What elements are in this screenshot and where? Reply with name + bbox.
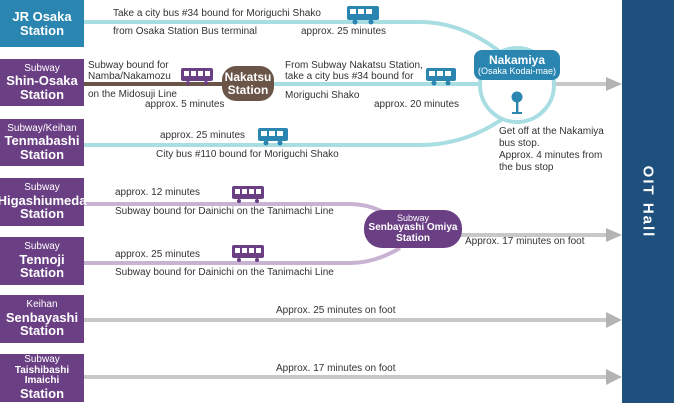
train-icon [232,245,264,262]
nakamiya-badge: Nakamiya (Osaka Kodai-mae) [474,50,560,80]
station-senbayashi: Keihan Senbayashi Station [0,295,84,343]
senbayashi-omiya-badge: Subway Senbayashi Omiya Station [364,210,462,248]
station-line: Keihan [26,299,58,311]
nakamiya-subname: (Osaka Kodai-mae) [477,65,557,76]
station-name: Tennoji [19,251,65,267]
station-line: Subway/Keihan [7,122,77,134]
omiya-walk: Approx. 17 minutes on foot [465,236,585,247]
station-name: Taishibashi Imaichi [14,364,70,387]
station-tenmabashi: Subway/Keihan Tenmabashi Station [0,119,84,166]
omiya-suffix: Station [396,232,430,244]
station-name: Senbayashi [5,309,79,325]
station-suffix: Station [19,385,65,401]
higashiumeda-time: approx. 12 minutes [115,187,201,198]
destination-label: OIT Hall [639,165,657,238]
osaka-route-desc: Take a city bus #34 bound for Moriguchi … [113,8,321,19]
bus-stop-icon [511,91,523,114]
station-suffix: Station [19,323,65,339]
station-line: Subway [24,182,60,194]
senbayashi-walk: Approx. 25 minutes on foot [276,305,396,316]
station-line: Subway [24,241,60,253]
nakatsu-station-badge: Nakatsu Station [222,66,274,101]
arrow-icon [606,77,622,91]
nakamiya-note-3: Approx. 4 minutes from [499,150,603,161]
nakatsu-desc-1: From Subway Nakatsu Station, [285,60,423,71]
nakatsu-time: approx. 20 minutes [374,99,460,110]
route-tenmabashi [84,110,514,147]
higashiumeda-desc: Subway bound for Dainichi on the Tanimac… [115,206,334,217]
station-name: Tenmabashi [4,133,80,149]
tennoji-desc: Subway bound for Dainichi on the Tanimac… [115,267,334,278]
station-jr-osaka: JR Osaka Station [0,0,84,47]
station-suffix: Station [19,206,65,222]
shin-osaka-time: approx. 5 minutes [145,99,225,110]
station-name: JR Osaka [12,8,72,24]
nakamiya-note-4: the bus stop [499,162,554,173]
nakatsu-name: Nakatsu [224,69,272,84]
shin-osaka-desc-3: on the Midosuji Line [88,89,177,100]
destination-oit-hall: OIT Hall [622,0,674,403]
tennoji-time: approx. 25 minutes [115,249,201,260]
bus-icon [426,68,456,86]
taishibashi-walk: Approx. 17 minutes on foot [276,363,396,374]
station-shin-osaka: Subway Shin-Osaka Station [0,59,84,106]
station-suffix: Station [19,146,65,162]
station-suffix: Station [19,22,65,38]
omiya-name: Senbayashi Omiya [368,222,458,234]
osaka-route-time: approx. 25 minutes [301,26,387,37]
station-suffix: Station [19,265,65,281]
station-name: Shin-Osaka [6,73,78,89]
tenmabashi-desc: City bus #110 bound for Moriguchi Shako [156,149,339,160]
shin-osaka-desc-2: Namba/Nakamozu [88,71,171,82]
station-tennoji: Subway Tennoji Station [0,237,84,285]
route-tennoji [84,246,402,265]
arrow-icon [606,228,622,242]
osaka-route-desc-2: from Osaka Station Bus terminal [113,26,257,37]
nakatsu-desc-2: take a city bus #34 bound for [285,71,414,82]
train-icon [181,68,213,85]
station-taishibashi-imaichi: Subway Taishibashi Imaichi Station [0,354,84,402]
nakatsu-desc-3: Moriguchi Shako [285,90,360,101]
nakatsu-suffix: Station [227,82,269,97]
bus-icon [347,6,379,25]
station-suffix: Station [19,86,65,102]
bus-icon [258,128,288,146]
arrow-icon [606,312,622,328]
arrow-icon [606,369,622,385]
train-icon [232,186,264,203]
station-name: Higashiumeda [0,192,87,208]
nakamiya-note-2: bus stop. [499,138,540,149]
station-line: Subway [24,354,60,366]
tenmabashi-time: approx. 25 minutes [160,130,246,141]
omiya-line: Subway [396,212,430,223]
nakamiya-name: Nakamiya [488,52,546,67]
station-line: Subway [24,62,60,74]
shin-osaka-desc-1: Subway bound for [88,60,169,71]
station-higashiumeda: Subway Higashiumeda Station [0,178,87,226]
nakamiya-note-1: Get off at the Nakamiya [499,126,604,137]
